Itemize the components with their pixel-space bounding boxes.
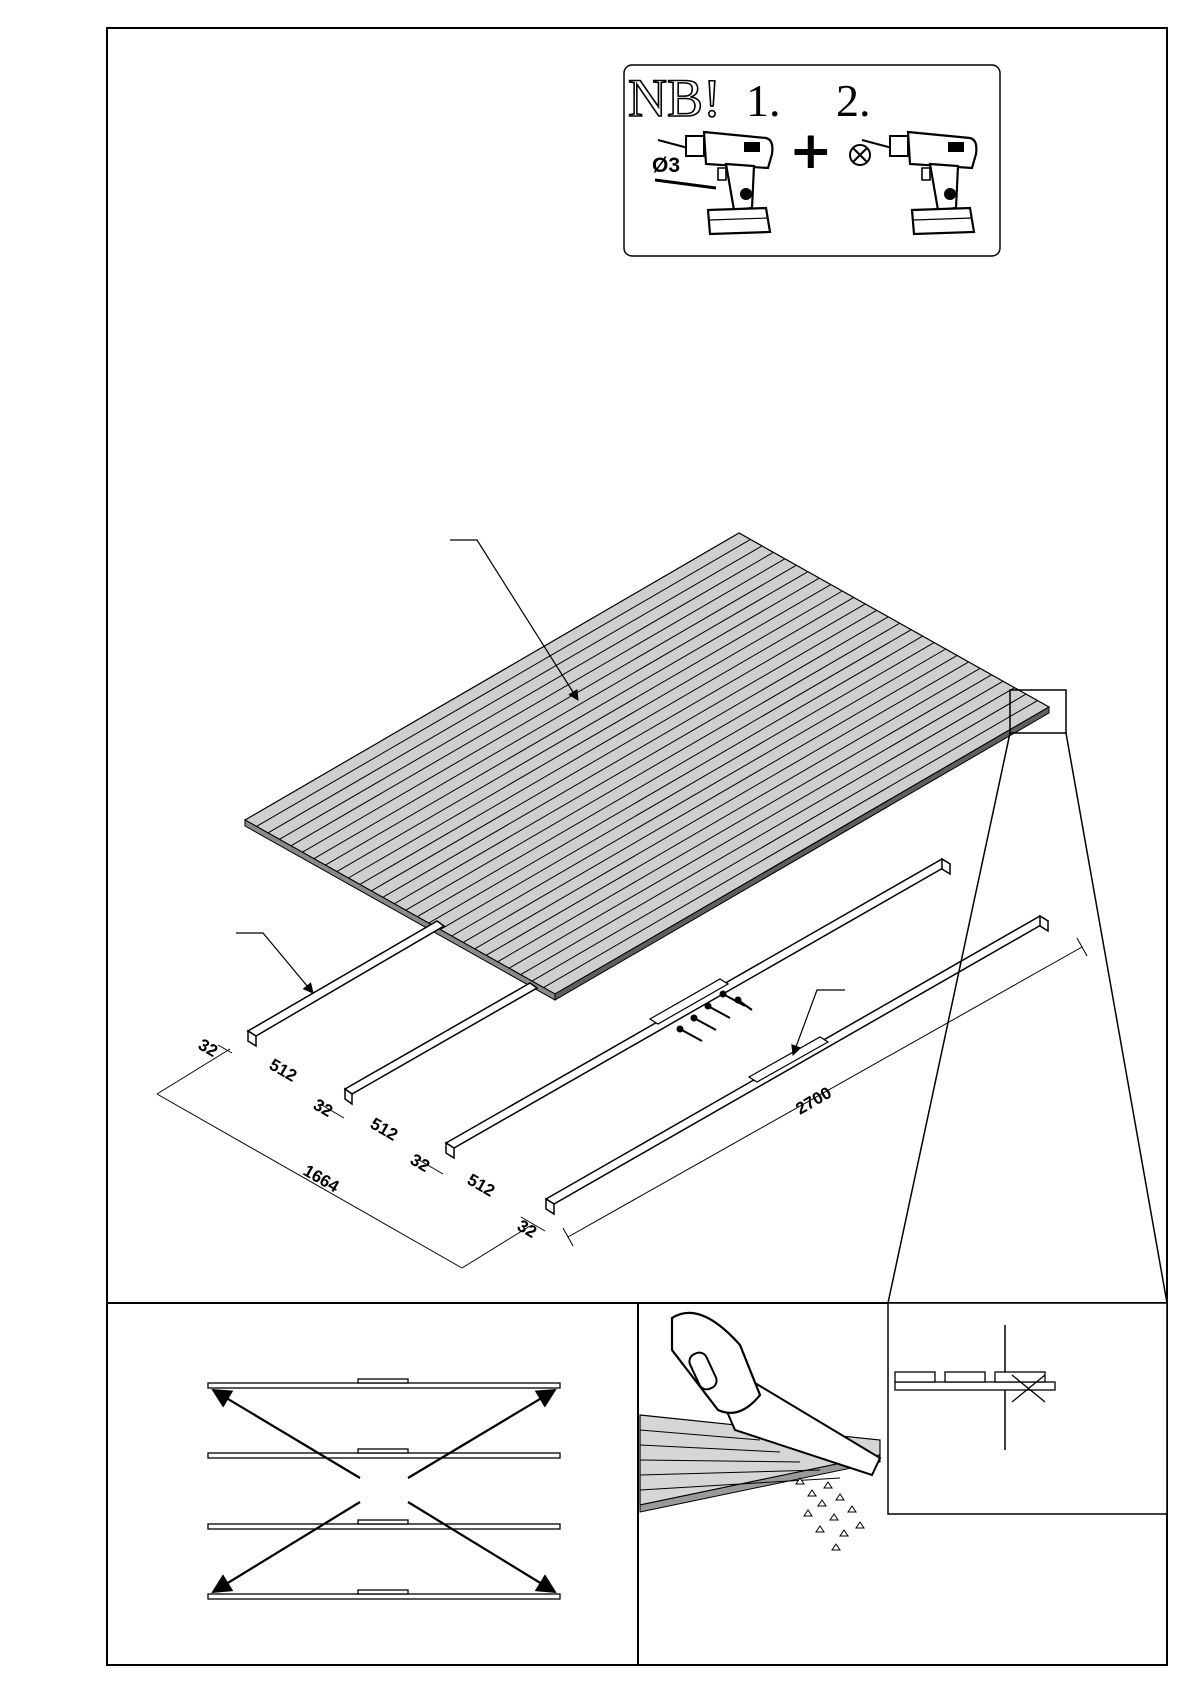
diagonal-check-diagram bbox=[208, 1379, 560, 1599]
step-one-label: 1. bbox=[746, 75, 781, 126]
plus-sign: + bbox=[789, 121, 833, 181]
joist-1 bbox=[248, 921, 444, 1046]
dimension-total-length: 2700 bbox=[793, 1083, 835, 1118]
saw-cutting-detail bbox=[640, 1313, 880, 1550]
tool-notice-box: NB! 1. 2. Ø3 + bbox=[624, 65, 1000, 256]
cut-detail-frame bbox=[888, 1303, 1167, 1514]
step-two-label: 2. bbox=[836, 75, 871, 126]
dimension-gap-3: 32 bbox=[407, 1150, 433, 1176]
joist-top-view-2 bbox=[208, 1453, 560, 1458]
nb-label: NB! bbox=[628, 68, 721, 128]
floor-panel bbox=[245, 533, 1049, 1000]
phillips-bit-icon bbox=[850, 145, 870, 165]
joist-top-view-4 bbox=[208, 1594, 560, 1599]
drill-bit-size: Ø3 bbox=[652, 154, 680, 177]
dimension-spacing-3: 512 bbox=[464, 1170, 498, 1201]
joist-2 bbox=[345, 983, 537, 1104]
dimension-gap-4: 32 bbox=[514, 1216, 540, 1242]
joist-leader bbox=[236, 933, 313, 993]
dimension-gap-2: 32 bbox=[310, 1095, 336, 1121]
dimension-spacing-1: 512 bbox=[266, 1055, 300, 1086]
dimension-lines bbox=[157, 938, 1087, 1268]
dimension-spacing-2: 512 bbox=[367, 1114, 401, 1145]
joist-top-view-3 bbox=[208, 1524, 560, 1529]
joist-top-view-1 bbox=[208, 1383, 560, 1388]
sawdust-particles bbox=[796, 1478, 864, 1550]
cut-edge-detail bbox=[888, 1303, 1167, 1514]
dimension-total-width: 1664 bbox=[300, 1161, 343, 1197]
